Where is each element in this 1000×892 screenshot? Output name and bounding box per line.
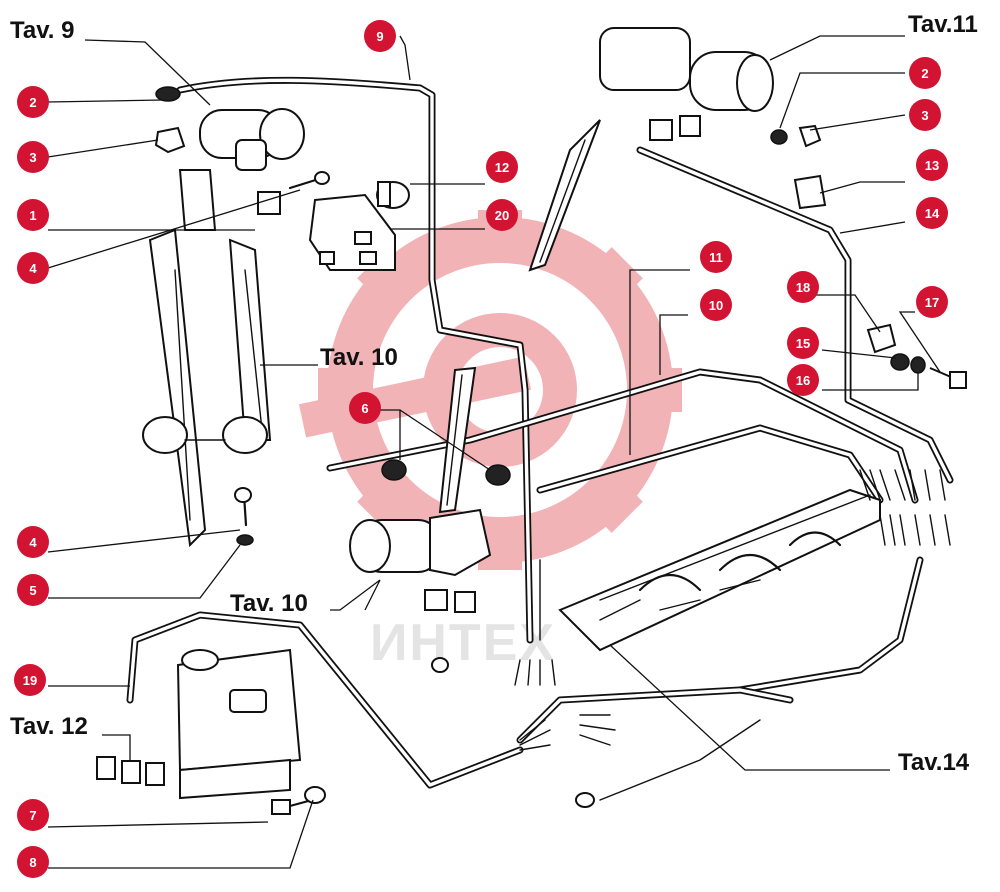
svg-text:16: 16 <box>796 373 810 388</box>
callout-2-right: 2 <box>909 57 941 89</box>
callout-3-right: 3 <box>909 99 941 131</box>
svg-text:10: 10 <box>709 298 723 313</box>
svg-text:5: 5 <box>29 583 36 598</box>
callout-7: 7 <box>17 799 49 831</box>
callout-3-left: 3 <box>17 141 49 173</box>
callout-11: 11 <box>700 241 732 273</box>
svg-text:15: 15 <box>796 336 810 351</box>
wiper-blade-centre <box>438 366 477 514</box>
callout-16: 16 <box>787 364 819 396</box>
svg-text:12: 12 <box>495 160 509 175</box>
callout-20: 20 <box>486 199 518 231</box>
dashboard-panel <box>558 488 881 652</box>
callout-badges: 1 2 3 4 4 5 6 7 8 9 10 11 12 13 14 15 16… <box>14 20 948 878</box>
callout-19: 19 <box>14 664 46 696</box>
callout-12: 12 <box>486 151 518 183</box>
table-ref-tav10-upper: Tav. 10 <box>320 344 398 371</box>
callout-6: 6 <box>349 392 381 424</box>
wiper-motor-right <box>599 27 774 141</box>
callout-4-upper: 4 <box>17 252 49 284</box>
callout-2-left: 2 <box>17 86 49 118</box>
wiper-assembly <box>142 169 272 548</box>
svg-text:18: 18 <box>796 280 810 295</box>
svg-text:3: 3 <box>29 150 36 165</box>
svg-text:4: 4 <box>29 535 37 550</box>
svg-text:11: 11 <box>709 250 723 265</box>
svg-text:8: 8 <box>29 855 36 870</box>
table-ref-tav14: Tav.14 <box>898 749 970 776</box>
svg-text:9: 9 <box>376 29 383 44</box>
small-parts <box>154 86 967 815</box>
callout-1: 1 <box>17 199 49 231</box>
harness-routes <box>126 76 954 789</box>
svg-text:2: 2 <box>29 95 36 110</box>
svg-text:14: 14 <box>925 206 940 221</box>
callout-15: 15 <box>787 327 819 359</box>
wiper-motor-left <box>199 108 305 171</box>
relay-box <box>308 193 396 271</box>
watermark-text: ИНТЕХ <box>370 614 556 672</box>
callout-5: 5 <box>17 574 49 606</box>
callout-18: 18 <box>787 271 819 303</box>
leader-lines <box>47 35 941 869</box>
wiper-blade-right <box>528 119 601 272</box>
washer-pump-centre <box>349 508 492 613</box>
svg-text:3: 3 <box>921 108 928 123</box>
svg-text:1: 1 <box>29 208 36 223</box>
table-ref-tav11: Tav.11 <box>908 11 978 38</box>
table-ref-tav9: Tav. 9 <box>10 17 74 44</box>
svg-text:6: 6 <box>361 401 368 416</box>
table-ref-tav12: Tav. 12 <box>10 713 88 740</box>
svg-text:17: 17 <box>925 295 939 310</box>
callout-8: 8 <box>17 846 49 878</box>
callout-9: 9 <box>364 20 396 52</box>
washer-reservoir <box>96 648 302 800</box>
svg-text:4: 4 <box>29 261 37 276</box>
svg-text:13: 13 <box>925 158 939 173</box>
callout-13: 13 <box>916 149 948 181</box>
svg-text:20: 20 <box>495 208 509 223</box>
callout-10: 10 <box>700 289 732 321</box>
bulb <box>376 181 410 209</box>
callout-14: 14 <box>916 197 948 229</box>
connector-fans <box>514 469 951 801</box>
svg-text:7: 7 <box>29 808 36 823</box>
callout-17: 17 <box>916 286 948 318</box>
callout-4-lower: 4 <box>17 526 49 558</box>
svg-text:19: 19 <box>23 673 37 688</box>
table-ref-tav10-lower: Tav. 10 <box>230 590 308 617</box>
svg-text:2: 2 <box>921 66 928 81</box>
table-references: Tav. 9 Tav.11 Tav. 10 Tav. 10 Tav. 12 Ta… <box>10 11 978 776</box>
